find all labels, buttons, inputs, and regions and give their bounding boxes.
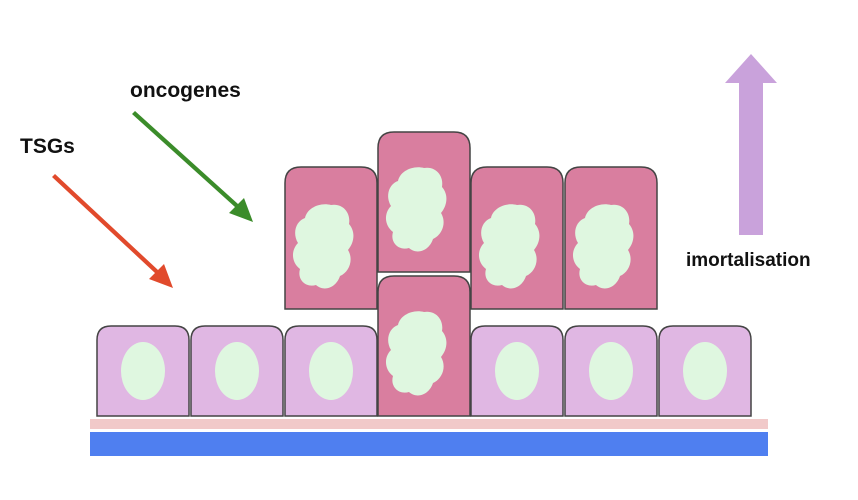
- basement-membrane: [90, 419, 768, 429]
- normal-cell: [190, 325, 284, 417]
- tumour-nucleus: [385, 167, 447, 252]
- tumour-nucleus: [478, 204, 540, 289]
- normal-nucleus: [589, 342, 633, 400]
- normal-cell: [470, 325, 564, 417]
- normal-nucleus: [215, 342, 259, 400]
- normal-cell: [284, 325, 378, 417]
- normal-nucleus: [495, 342, 539, 400]
- normal-cell: [658, 325, 752, 417]
- normal-nucleus: [683, 342, 727, 400]
- tumour-cell: [377, 275, 471, 417]
- tumour-nucleus: [572, 204, 634, 289]
- oncogenes-label: oncogenes: [130, 79, 241, 102]
- normal-nucleus: [309, 342, 353, 400]
- tumour-nucleus: [292, 204, 354, 289]
- tumour-cell: [564, 166, 658, 310]
- immortalisation-label: imortalisation: [686, 250, 811, 271]
- tumour-cell: [284, 166, 378, 310]
- tsgs-label: TSGs: [20, 135, 75, 158]
- tumour-nucleus: [385, 311, 447, 396]
- tumour-cell: [470, 166, 564, 310]
- substrate-layer: [90, 432, 768, 456]
- normal-cell: [564, 325, 658, 417]
- tumour-cell-mass: [284, 131, 658, 417]
- normal-nucleus: [121, 342, 165, 400]
- up-arrow-icon: [725, 54, 777, 235]
- tumour-cell: [377, 131, 471, 273]
- diagonal-arrow-icon: [52, 174, 173, 288]
- normal-cell-layer: [96, 325, 752, 417]
- diagonal-arrow-icon: [132, 111, 253, 222]
- normal-cell: [96, 325, 190, 417]
